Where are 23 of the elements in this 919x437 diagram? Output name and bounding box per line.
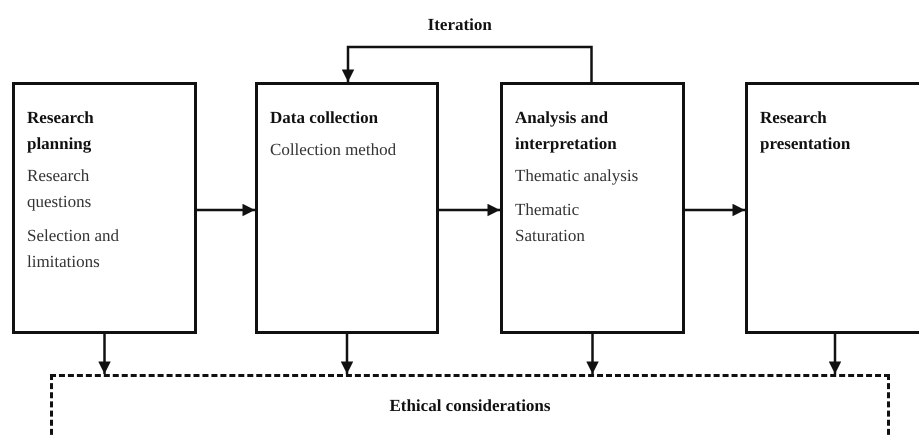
process-box [12,82,197,334]
arrow [586,334,599,374]
arrow [98,334,111,374]
process-box [500,82,685,334]
box-text: Research questions [27,165,92,213]
box-heading: Data collection [270,107,378,129]
box-heading: Ethical considerations [389,395,551,417]
arrow [685,204,745,216]
box-text: Thematic Saturation [515,199,586,247]
box-heading: Research planning [27,107,95,155]
process-box [255,82,439,334]
arrow [828,334,842,374]
arrow [197,204,255,216]
box-text: Thematic analysis [515,165,638,187]
box-heading: Analysis and interpretation [515,107,618,155]
arrow [340,334,354,374]
box-text: Collection method [270,139,396,161]
arrow [342,46,593,82]
box-text: Selection and limitations [27,225,120,273]
arrow [439,204,500,216]
dashed-box [50,374,890,437]
process-box [745,82,919,334]
box-heading: Research presentation [760,107,852,155]
